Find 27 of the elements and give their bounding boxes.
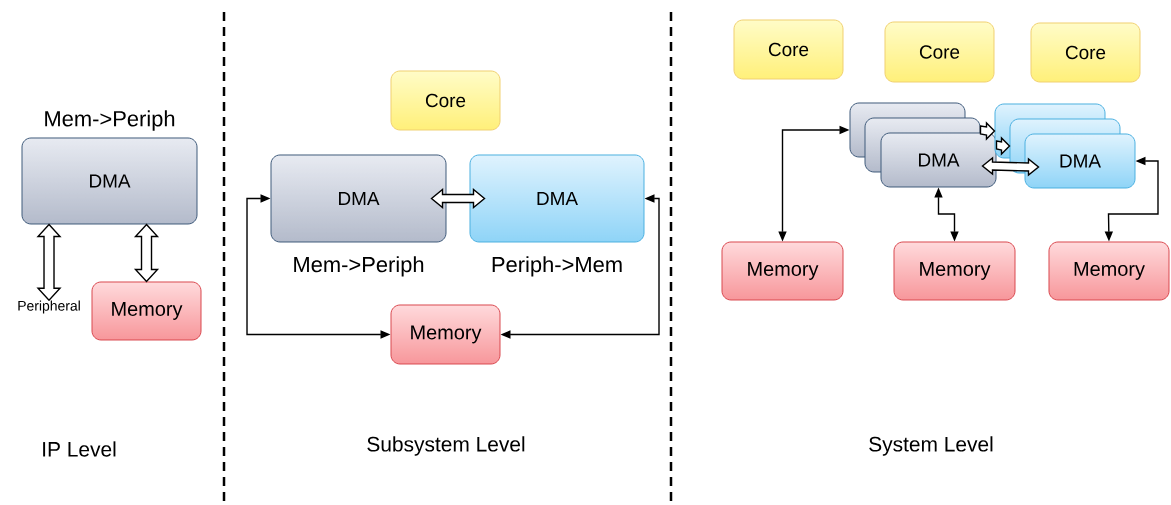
- block-arrow: [995, 136, 1011, 156]
- level-label: Subsystem Level: [367, 436, 525, 456]
- dma-box: DMA: [469, 154, 645, 243]
- heading: Mem->Periph: [45, 110, 175, 131]
- mode-label: Periph->Mem: [492, 256, 622, 277]
- memory-box: Memory: [1048, 241, 1170, 301]
- memory-box: Memory: [721, 241, 844, 301]
- level-label: IP Level: [43, 441, 116, 457]
- block-arrow: [981, 156, 1040, 177]
- memory-box: Memory: [893, 241, 1016, 301]
- dma-box: DMA: [880, 132, 997, 188]
- block-arrow: [979, 121, 996, 141]
- block-arrow: [133, 223, 160, 283]
- memory-box: Memory: [91, 281, 202, 341]
- dma-box: DMA: [21, 137, 198, 225]
- block-arrow: [36, 223, 62, 302]
- dma-box: DMA: [1024, 133, 1136, 189]
- block-arrow: [430, 188, 486, 209]
- level-label: System Level: [869, 436, 993, 456]
- mode-label: Mem->Periph: [294, 256, 424, 277]
- core-box: Core: [733, 19, 844, 80]
- core-box: Core: [390, 70, 501, 131]
- dma-box: DMA: [270, 154, 447, 243]
- core-box: Core: [1030, 22, 1141, 83]
- node-label: Peripheral: [18, 300, 80, 314]
- memory-box: Memory: [390, 304, 501, 365]
- core-box: Core: [884, 21, 995, 83]
